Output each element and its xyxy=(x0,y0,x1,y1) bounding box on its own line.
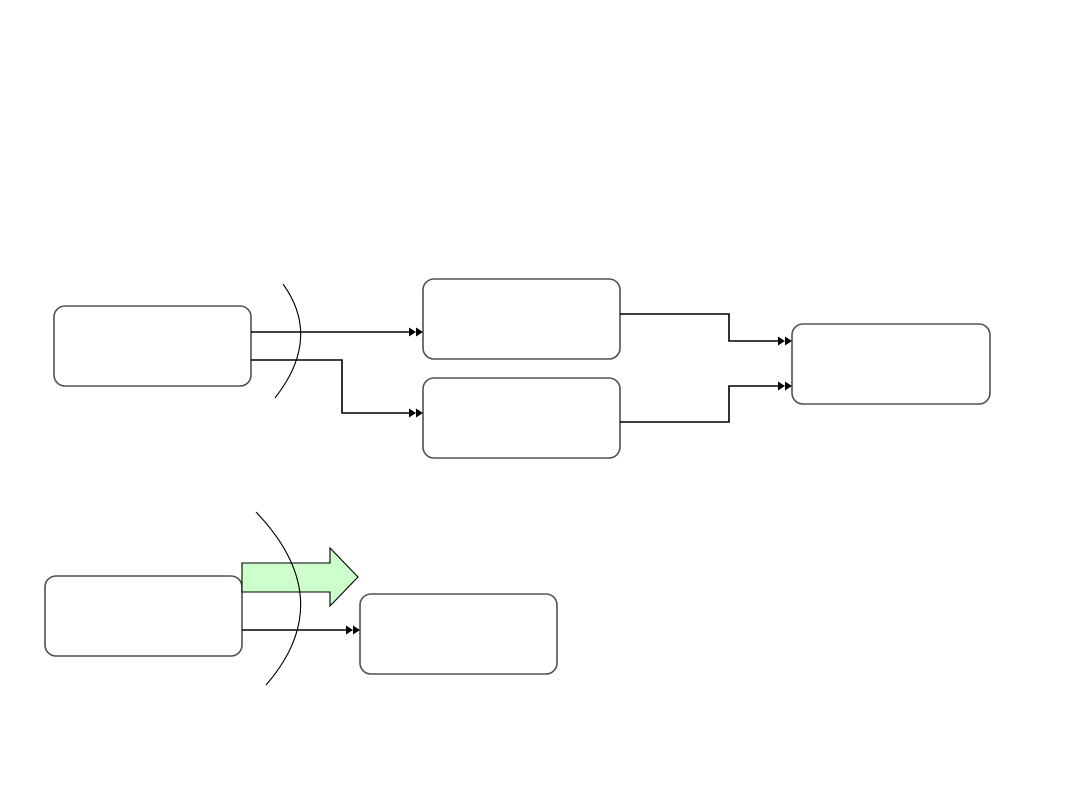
double-arrowhead-icon xyxy=(409,327,423,337)
green-block-arrow xyxy=(241,546,359,608)
boundary-arc-top xyxy=(274,283,302,399)
destination-box-bottom xyxy=(359,593,558,675)
lower-middle-box xyxy=(422,377,621,459)
source-box-bottom xyxy=(44,575,243,657)
target-box-right xyxy=(791,323,991,405)
connector-bottom xyxy=(242,625,360,635)
connector-source-to-lower xyxy=(251,359,423,418)
connector-upper-to-target xyxy=(620,313,792,346)
double-arrowhead-icon xyxy=(778,381,792,391)
double-arrowhead-icon xyxy=(778,336,792,346)
double-arrowhead-icon xyxy=(409,408,423,418)
connector-lower-to-target xyxy=(620,381,792,423)
source-box-top xyxy=(53,305,252,387)
connector-source-to-upper xyxy=(251,327,423,337)
upper-middle-box xyxy=(422,278,621,360)
boundary-arc-bottom xyxy=(255,511,302,686)
double-arrowhead-icon xyxy=(346,625,360,635)
